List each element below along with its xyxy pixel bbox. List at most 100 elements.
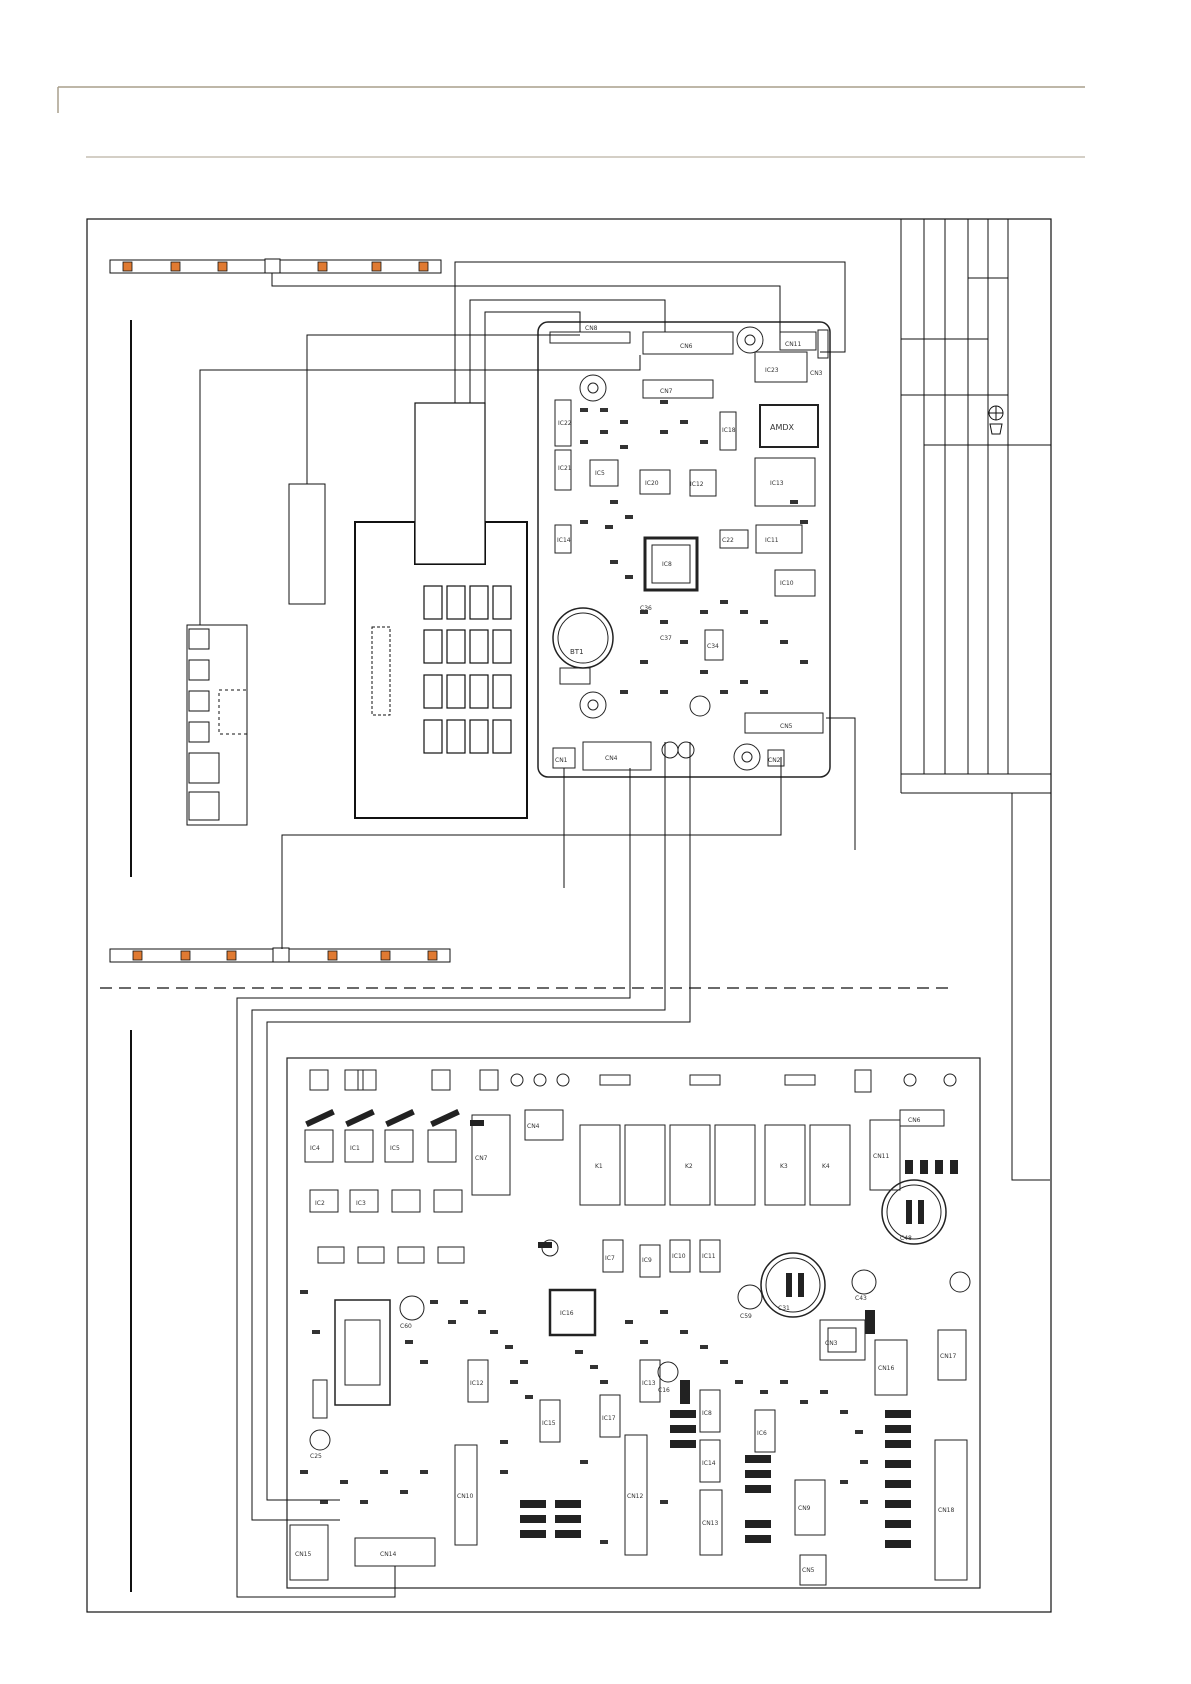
upper-wiring — [199, 261, 856, 949]
strip-connector — [272, 947, 290, 963]
chip-label: IC13 — [770, 480, 784, 487]
connector-label: CN15 — [295, 1551, 311, 1558]
led-indicator — [180, 950, 191, 961]
cap-label: C43 — [855, 1295, 867, 1302]
chip-label: IC15 — [542, 1420, 556, 1427]
cap-label: C25 — [310, 1453, 322, 1460]
connector-label: CN16 — [878, 1365, 894, 1372]
connector-label: CN11 — [785, 341, 801, 348]
connector-label: CN13 — [702, 1520, 718, 1527]
connector-label: CN11 — [873, 1153, 889, 1160]
chip-label: IC20 — [645, 480, 659, 487]
chip-label: IC4 — [310, 1145, 320, 1152]
relay-label: K3 — [780, 1163, 788, 1170]
drawing-frame — [86, 218, 1052, 1613]
inter-board-wiring — [236, 742, 1050, 1598]
chip-label: AMDX — [770, 423, 795, 432]
cap-label: C60 — [400, 1323, 412, 1330]
connector-label: CN8 — [585, 325, 598, 332]
chip-label: IC17 — [602, 1415, 616, 1422]
small-module — [288, 483, 326, 605]
connector-label: CN2 — [768, 757, 781, 764]
led-indicator — [418, 261, 429, 272]
battery-label: BT1 — [570, 648, 584, 656]
connector-label: CN7 — [475, 1155, 488, 1162]
led-indicator — [122, 261, 133, 272]
top-led-strip — [109, 258, 442, 274]
chip-label: IC12 — [470, 1380, 484, 1387]
page-header — [57, 86, 1085, 158]
chip-label: IC23 — [765, 367, 779, 374]
chip-label: IC13 — [642, 1380, 656, 1387]
connector-label: CN6 — [908, 1117, 921, 1124]
led-indicator — [170, 261, 181, 272]
lower-board-labels: IC16 IC4 IC1 IC5 IC2 IC3 IC7 IC9 IC10 IC… — [295, 1117, 956, 1574]
cap-label: C36 — [640, 605, 652, 612]
led-indicator — [327, 950, 338, 961]
chip-label: IC3 — [356, 1200, 366, 1207]
chip-label: IC18 — [722, 427, 736, 434]
bottom-led-strip — [109, 947, 451, 963]
connector-label: CN6 — [680, 343, 693, 350]
relay-label: K2 — [685, 1163, 693, 1170]
chip-label: IC14 — [702, 1460, 716, 1467]
projection-symbol-icon — [988, 405, 1004, 435]
lower-board-dark-parts — [305, 1108, 958, 1548]
cap-label: C37 — [660, 635, 672, 642]
connector-label: CN10 — [457, 1493, 473, 1500]
chip-label: IC10 — [672, 1253, 686, 1260]
connector-label: CN5 — [780, 723, 793, 730]
chip-label: IC16 — [560, 1310, 574, 1317]
keypad-keys — [423, 585, 512, 754]
led-indicator — [217, 261, 228, 272]
cap-label: C59 — [740, 1313, 752, 1320]
upper-board-smd-parts — [580, 400, 808, 694]
connector-label: CN3 — [810, 370, 823, 377]
connector-label: CN1 — [555, 757, 568, 764]
connector-label: CN7 — [660, 388, 673, 395]
lower-control-board: IC16 IC4 IC1 IC5 IC2 IC3 IC7 IC9 IC10 IC… — [286, 1057, 981, 1589]
connector-label: CN3 — [825, 1340, 838, 1347]
chip-label: IC1 — [350, 1145, 360, 1152]
chip-label: IC21 — [558, 465, 572, 472]
cap-label: C48 — [900, 1235, 912, 1242]
keypad-unit — [354, 402, 528, 819]
connector-label: CN12 — [627, 1493, 643, 1500]
chip-label: IC22 — [558, 420, 572, 427]
connector-label: CN4 — [605, 755, 618, 762]
chip-label: IC11 — [765, 537, 779, 544]
connector-label: CN5 — [802, 1567, 815, 1574]
cap-label: C34 — [707, 643, 719, 650]
chip-label: IC8 — [702, 1410, 712, 1417]
relay-label: K1 — [595, 1163, 603, 1170]
chip-label: IC12 — [690, 481, 704, 488]
chip-label: IC2 — [315, 1200, 325, 1207]
led-indicator — [427, 950, 438, 961]
relay-label: K4 — [822, 1163, 830, 1170]
chip-label: IC14 — [557, 537, 571, 544]
led-indicator — [132, 950, 143, 961]
terminal-block — [186, 624, 248, 826]
connector-label: CN14 — [380, 1551, 396, 1558]
connector-label: CN4 — [527, 1123, 540, 1130]
upper-board-labels: AMDX IC12 IC8 IC23 IC13 IC11 IC10 IC22 I… — [555, 325, 823, 764]
connector-label: CN17 — [940, 1353, 956, 1360]
chip-label: IC7 — [605, 1255, 615, 1262]
cap-label: C16 — [658, 1387, 670, 1394]
upper-controller-board: AMDX IC12 IC8 IC23 IC13 IC11 IC10 IC22 I… — [537, 321, 831, 778]
lower-board-smd-parts — [300, 1290, 868, 1544]
chip-label: IC6 — [757, 1430, 767, 1437]
led-indicator — [226, 950, 237, 961]
display-window — [371, 626, 391, 716]
cap-label: C31 — [778, 1305, 790, 1312]
chip-label: IC5 — [390, 1145, 400, 1152]
led-indicator — [371, 261, 382, 272]
led-indicator — [317, 261, 328, 272]
chip-label: IC10 — [780, 580, 794, 587]
chip-label: IC5 — [595, 470, 605, 477]
connector-label: CN9 — [798, 1505, 811, 1512]
chip-label: IC8 — [662, 561, 672, 568]
cap-label: C22 — [722, 537, 734, 544]
strip-connector — [264, 258, 281, 274]
